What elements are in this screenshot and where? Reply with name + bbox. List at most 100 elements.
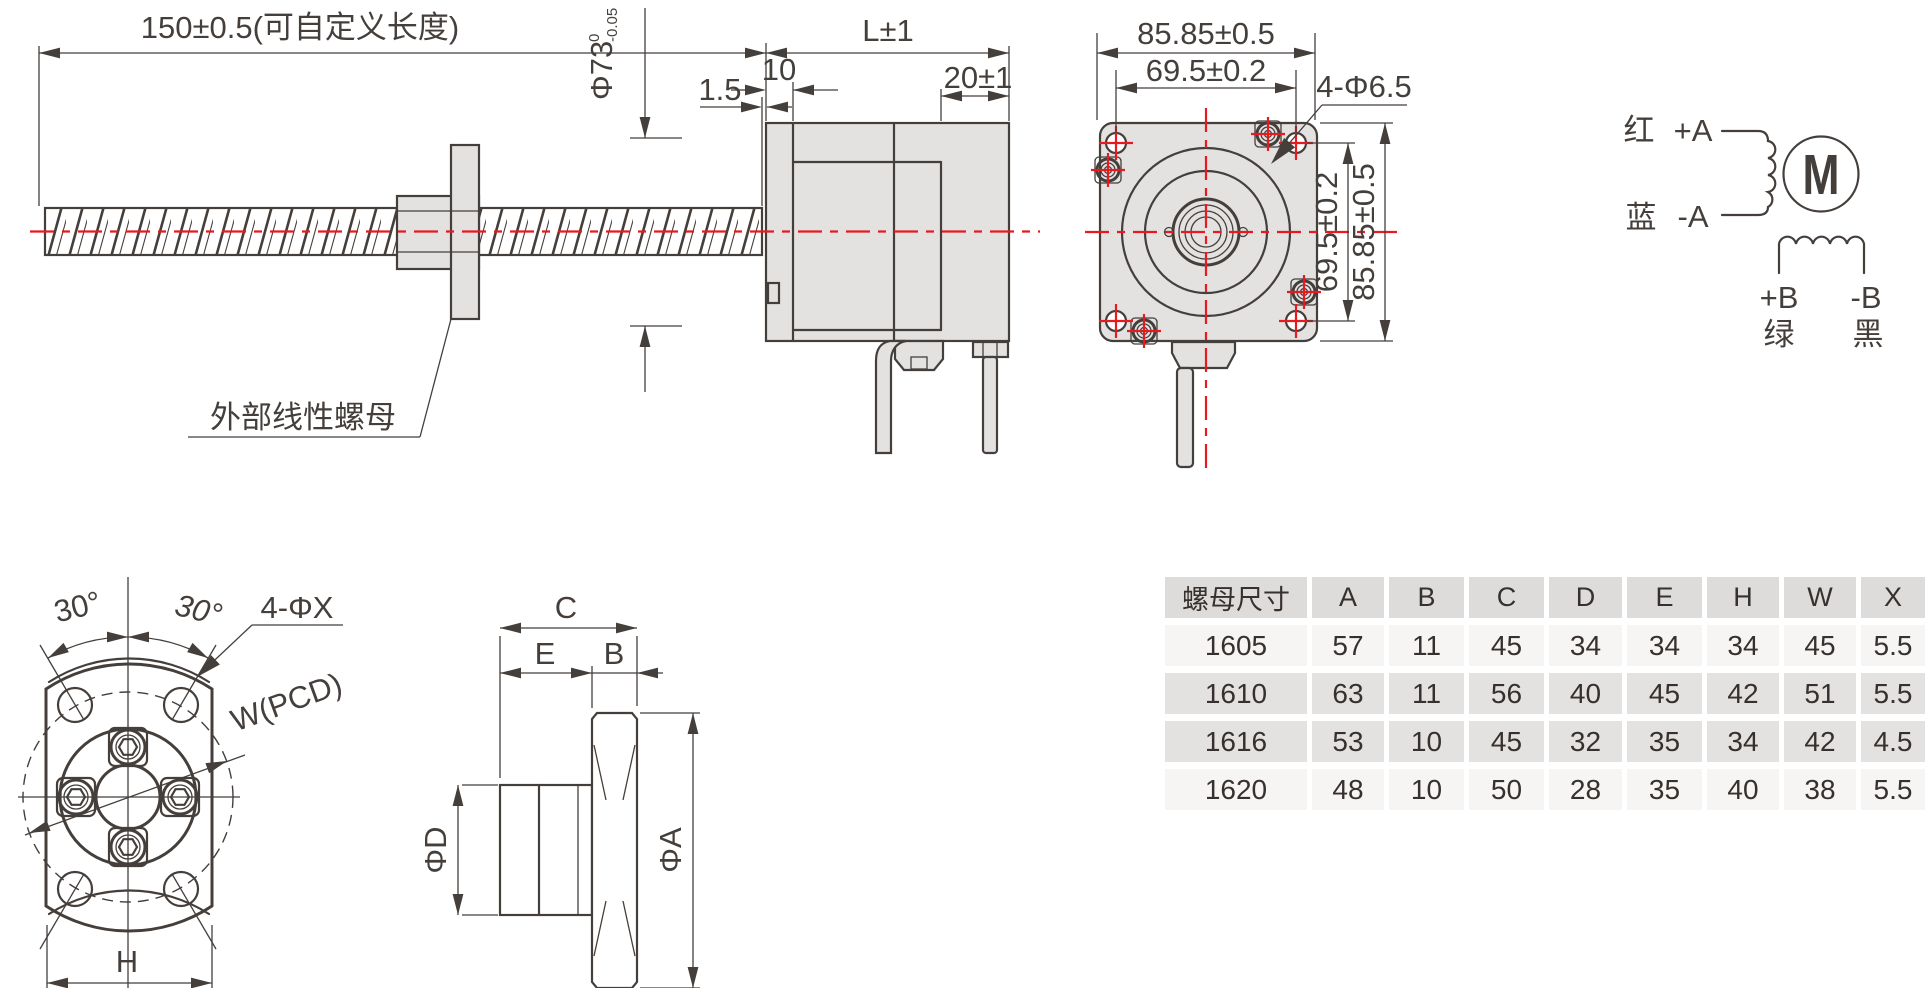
table-header-cell: X <box>1861 577 1925 618</box>
table-cell: 45 <box>1469 625 1544 666</box>
dim-b-label: B <box>604 636 625 671</box>
table-cell: 38 <box>1784 769 1856 810</box>
table-cell: 35 <box>1627 769 1702 810</box>
lead-screw-view: 150±0.5(可自定义长度) Φ73 0 -0.05 1.5 <box>38 8 838 438</box>
table-cell: 48 <box>1312 769 1384 810</box>
dim-front-height-v-label: 85.85±0.5 <box>1346 163 1381 301</box>
table-cell: 45 <box>1469 721 1544 762</box>
dim-20: 20±1 <box>940 60 1013 121</box>
table-header-cell: 螺母尺寸 <box>1165 577 1307 618</box>
table-cell: 1605 <box>1165 625 1307 666</box>
angle-left-label: 30° <box>50 584 104 629</box>
table-cell: 42 <box>1707 673 1779 714</box>
table-cell: 45 <box>1784 625 1856 666</box>
table-header-cell: W <box>1784 577 1856 618</box>
side-wire-straight <box>981 355 999 455</box>
dim-pcd-label: W(PCD) <box>226 666 346 738</box>
dim-hole-callout: 4-Φ6.5 <box>1265 69 1412 169</box>
side-wire-bent <box>874 339 907 455</box>
dim-dia-a-label: ΦA <box>653 827 688 873</box>
table-cell: 5.5 <box>1861 673 1925 714</box>
table-cell: 40 <box>1707 769 1779 810</box>
coil-phase-b <box>1777 235 1866 275</box>
external-nut-label: 外部线性螺母 <box>210 400 396 435</box>
nut-corner-holes <box>56 686 200 908</box>
table-cell: 10 <box>1389 769 1464 810</box>
shaft-tol-lower: -0.05 <box>604 8 621 42</box>
table-cell: 51 <box>1784 673 1856 714</box>
table-header-cell: D <box>1549 577 1622 618</box>
nut-hex-screws <box>55 726 201 868</box>
dim-bolt-spacing: 69.5±0.2 <box>1115 53 1297 133</box>
nut-flange-side <box>590 711 639 988</box>
table-header-cell: E <box>1627 577 1702 618</box>
dim-c-label: C <box>555 590 577 625</box>
phase-minus-b-label: -B <box>1851 280 1882 315</box>
table-header-cell: A <box>1312 577 1384 618</box>
dim-nut-holes-callout: 4-ΦX <box>192 590 343 682</box>
phase-plus-b-label: +B <box>1760 280 1799 315</box>
dim-angles: 30° 30° <box>45 584 226 663</box>
table-cell: 50 <box>1469 769 1544 810</box>
table-cell: 34 <box>1707 721 1779 762</box>
motor-side-view: L±1 20±1 <box>764 13 1013 455</box>
table-cell: 45 <box>1627 673 1702 714</box>
dim-e-b: E B <box>500 636 663 708</box>
table-cell: 4.5 <box>1861 721 1925 762</box>
strain-relief <box>971 340 1010 359</box>
table-cell: 28 <box>1549 769 1622 810</box>
dim-nut-holes-label: 4-ΦX <box>261 590 334 625</box>
dim-h-label: H <box>116 944 138 979</box>
side-latch <box>766 281 781 305</box>
dim-front-height-v: 85.85±0.5 <box>1320 122 1393 342</box>
table-cell: 34 <box>1627 625 1702 666</box>
table-cell: 1610 <box>1165 673 1307 714</box>
dim-hole-callout-label: 4-Φ6.5 <box>1316 69 1411 104</box>
dim-dia-d-label: ΦD <box>418 826 453 873</box>
coil-phase-a <box>1720 129 1777 217</box>
wire-green-label: 绿 <box>1764 317 1795 352</box>
wire-red-label: 红 <box>1624 113 1655 148</box>
wire-black-label: 黑 <box>1853 317 1884 352</box>
nut-flange-outline <box>44 662 214 933</box>
nut-side-view: C E B ΦD <box>418 590 700 988</box>
dim-L-label: L±1 <box>862 13 914 48</box>
table-cell: 63 <box>1312 673 1384 714</box>
dim-dia-d: ΦD <box>418 784 498 916</box>
phase-minus-a-label: -A <box>1678 199 1709 234</box>
dim-c: C <box>499 590 638 778</box>
table-cell: 40 <box>1549 673 1622 714</box>
table-header-cell: B <box>1389 577 1464 618</box>
dim-10: 10 <box>731 52 838 121</box>
table-cell: 11 <box>1389 625 1464 666</box>
table-cell: 1616 <box>1165 721 1307 762</box>
table-cell: 5.5 <box>1861 625 1925 666</box>
nut-cylinder <box>498 783 594 917</box>
side-connector <box>893 339 945 372</box>
dim-20-label: 20±1 <box>944 60 1013 95</box>
dim-e-label: E <box>535 636 556 671</box>
table-cell: 57 <box>1312 625 1384 666</box>
table-header-cell: H <box>1707 577 1779 618</box>
table-cell: 35 <box>1627 721 1702 762</box>
wire-blue-label: 蓝 <box>1626 200 1657 235</box>
shaft-tol-upper: 0 <box>586 34 603 42</box>
dim-h: H <box>46 925 213 988</box>
angle-right-label: 30° <box>172 587 226 632</box>
table-cell: 34 <box>1549 625 1622 666</box>
nut-front-view: 30° 30° 4-ΦX W(PCD) H <box>18 577 347 988</box>
dim-dia-a: ΦA <box>640 712 700 988</box>
table-cell: 11 <box>1389 673 1464 714</box>
table-cell: 5.5 <box>1861 769 1925 810</box>
dim-shaft-dia: Φ73 0 -0.05 <box>584 8 682 392</box>
dim-bolt-spacing-v-label: 69.5±0.2 <box>1309 172 1344 292</box>
nut-label-group: 外部线性螺母 <box>188 318 452 438</box>
dim-bolt-spacing-label: 69.5±0.2 <box>1146 53 1266 88</box>
dim-150: 150±0.5(可自定义长度) <box>38 10 766 206</box>
